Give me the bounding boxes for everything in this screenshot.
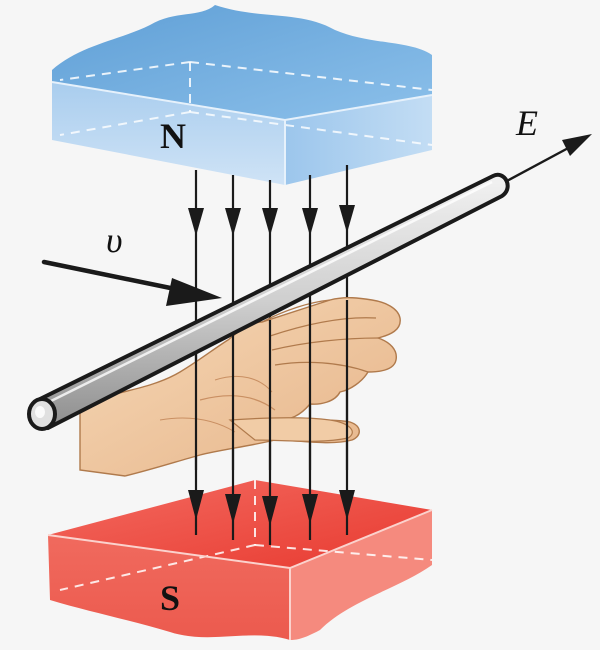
south-magnet-front-face [48,535,290,640]
hand-finger [269,317,377,337]
south-pole-label: S [160,578,180,618]
emf-arrowhead [562,134,592,156]
field-arrowhead [339,490,355,520]
hand-thumb [228,417,353,442]
field-arrowhead [302,208,318,236]
hand-finger [274,361,369,373]
south-magnet [47,480,433,640]
field-arrowhead [339,205,355,233]
field-arrowhead [302,494,318,524]
hand-finger [261,299,331,323]
velocity-label: υ [106,220,123,260]
field-arrowhead [262,496,278,526]
velocity-arrowhead [166,278,222,306]
rod-body [36,172,510,430]
emf-label: E [515,103,538,143]
field-lines-over-hand [194,300,349,470]
field-arrowheads-lower [188,490,355,526]
emf-arrow [504,134,592,184]
north-magnet [51,5,433,185]
velocity-arrow [41,259,222,306]
hand-icon [79,297,401,477]
south-magnet-top-face [48,480,432,568]
north-pole-label: N [160,116,186,156]
north-magnet-side-face [285,95,432,185]
north-magnet-top-face [52,5,432,120]
hand-finger [271,337,379,351]
field-arrowhead [262,208,278,236]
field-arrowhead [188,490,204,520]
conductor-rod [27,172,510,431]
field-arrowhead [225,494,241,524]
field-arrowheads-upper [188,205,355,236]
south-magnet-side-face [290,510,432,640]
field-arrowhead [225,208,241,236]
field-arrowhead [188,208,204,236]
north-magnet-front-face [52,82,285,185]
